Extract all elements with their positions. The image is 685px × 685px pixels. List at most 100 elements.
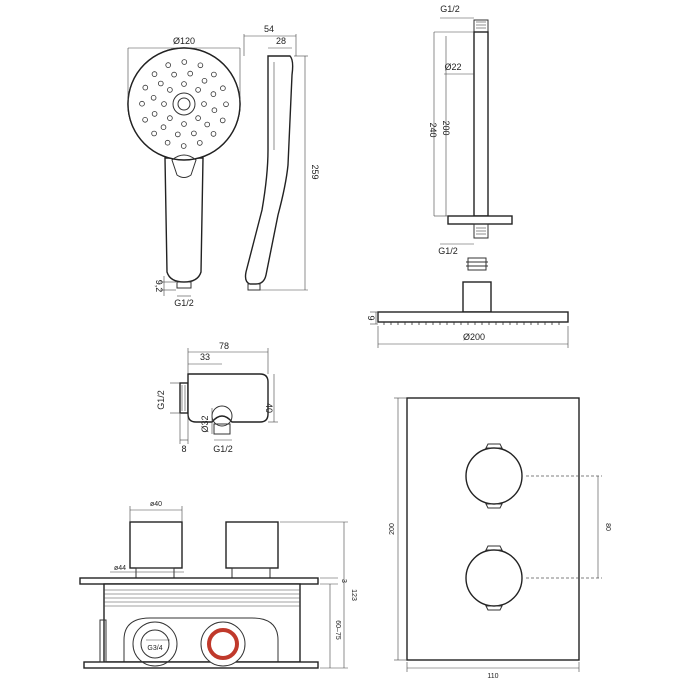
dim-trim-spacing-label: 80 — [604, 523, 611, 531]
dim-arm-thread-top-label: G1/2 — [440, 4, 460, 14]
nozzle — [180, 143, 187, 149]
dim-elbow-base-label: 8 — [181, 444, 186, 454]
dim-head-diameter-label: Ø200 — [463, 332, 485, 342]
nozzle — [161, 101, 167, 107]
nozzle — [197, 62, 204, 69]
dim-head-height-label: 9 — [366, 315, 376, 320]
dim-elbow-offset-label: 33 — [200, 352, 210, 362]
hand-shower-side-connector — [247, 283, 261, 291]
dim-trim-height-label: 200 — [389, 523, 396, 535]
nozzle — [142, 84, 149, 91]
nozzle — [151, 111, 158, 117]
valve-knob-right — [225, 521, 279, 569]
dim-elbow-width-label: 78 — [219, 341, 229, 351]
hand-shower-mode-button — [171, 154, 197, 178]
arm-bottom-thread — [473, 223, 489, 239]
dim-valve-rosette-label: ø44 — [114, 565, 126, 572]
hand-shower-center-ring — [172, 92, 196, 116]
trim-plate-outline — [406, 397, 580, 661]
dim-hand-length-label: 259 — [310, 164, 320, 179]
wall-elbow — [179, 373, 269, 435]
nozzle — [201, 101, 207, 107]
dim-hand-grip-label: 28 — [276, 36, 286, 46]
dim-valve-knob-label: ø40 — [150, 501, 162, 508]
nozzle — [211, 107, 218, 113]
head-nozzle-row — [383, 322, 560, 325]
dim-elbow: 78 33 40 G1/2 Ø32 8 G1/2 — [156, 341, 278, 454]
hand-shower-center-dot — [177, 97, 191, 111]
nozzle — [167, 115, 173, 121]
nozzle — [181, 81, 187, 87]
dim-trim: 80 200 110 — [389, 397, 611, 680]
nozzle — [204, 121, 211, 128]
nozzle — [223, 101, 229, 108]
dim-arm-total-label: 240 — [428, 122, 438, 137]
dim-hand-side: 54 28 259 — [243, 24, 320, 291]
dim-elbow-height-label: 40 — [264, 403, 274, 413]
elbow-body — [187, 373, 269, 423]
nozzle — [181, 121, 187, 127]
nozzle — [150, 95, 157, 101]
head-neck — [462, 281, 492, 313]
dim-arm-inner-label: 200 — [441, 120, 451, 135]
elbow-outlet-thread — [213, 423, 231, 435]
nozzle — [167, 87, 173, 93]
nozzle — [142, 117, 148, 123]
dim-arm: G1/2 Ø22 240 200 G1/2 — [428, 4, 474, 256]
dim-valve: ø40 ø44 3 123 60–75 — [110, 501, 357, 669]
hand-shower-nozzles — [139, 59, 229, 149]
nozzle — [220, 85, 226, 91]
arm-flange — [447, 215, 513, 225]
head-plate — [377, 311, 569, 323]
nozzle — [164, 139, 171, 146]
nozzle — [158, 80, 164, 87]
nozzle — [187, 70, 194, 77]
nozzle — [197, 140, 203, 146]
dim-hand-diameter: Ø120 — [127, 36, 241, 100]
inlet-hot-ring — [207, 628, 239, 660]
valve-cover-plate — [79, 577, 319, 585]
dim-elbow-thread-bottom-label: G1/2 — [213, 444, 233, 454]
elbow-thread-stub — [179, 382, 189, 414]
nozzle — [171, 71, 177, 78]
nozzle — [211, 71, 217, 78]
dim-hand-conn-label: 9,2 — [154, 280, 164, 293]
nozzle — [210, 131, 217, 137]
valve-inlet-label: G3/4 — [147, 645, 162, 652]
inlet-cold — [132, 621, 178, 667]
head-swivel-nut — [467, 257, 487, 271]
trim-plate — [406, 397, 602, 661]
valve-base — [83, 661, 319, 669]
nozzle — [191, 130, 197, 137]
shower-arm — [447, 19, 513, 239]
dim-valve-plate-label: 3 — [340, 579, 347, 583]
hand-shower-handle — [164, 157, 204, 283]
nozzle — [160, 124, 167, 130]
hand-shower-head-face — [127, 47, 241, 161]
nozzle — [175, 131, 181, 138]
nozzle — [195, 115, 201, 121]
hand-shower-side-view — [244, 55, 294, 291]
dim-hand-connector: 9,2 G1/2 — [154, 276, 194, 308]
nozzle — [151, 130, 157, 137]
nozzle — [181, 59, 188, 65]
hand-shower-side-body — [244, 55, 294, 285]
nozzle — [195, 87, 201, 93]
nozzle — [219, 117, 226, 124]
nozzle — [165, 62, 172, 68]
concealed-valve: G3/4 — [79, 521, 319, 669]
hand-shower-front-view — [127, 47, 241, 289]
valve-knob-left — [129, 521, 183, 569]
dim-elbow-thread-left-label: G1/2 — [156, 390, 166, 410]
dim-head: 9 Ø200 — [366, 311, 569, 348]
dim-arm-thread-bottom-label: G1/2 — [438, 246, 458, 256]
dim-arm-diameter-label: Ø22 — [444, 62, 461, 72]
dim-hand-depth-label: 54 — [264, 24, 274, 34]
dim-trim-width-label: 110 — [487, 673, 498, 680]
trim-knob-lower — [465, 549, 523, 607]
nozzle — [210, 91, 217, 97]
dim-hand-thread-label: G1/2 — [174, 298, 194, 308]
hand-shower-connector — [176, 281, 192, 289]
